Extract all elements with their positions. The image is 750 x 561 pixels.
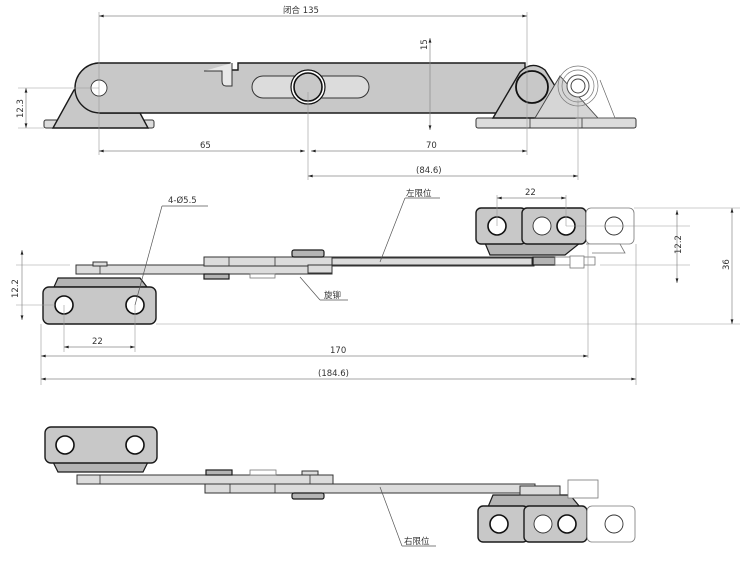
rivet-label: 旋铆	[324, 290, 341, 301]
upper-arm-bottom	[204, 483, 536, 494]
hole-spacing-left-dim: 22	[92, 337, 103, 347]
right-limit-top-view: 右限位	[44, 426, 636, 547]
right-hole-2	[532, 216, 552, 236]
left-limit-label: 左限位	[406, 188, 432, 199]
hole-note: 4-Ø5.5	[168, 195, 197, 206]
left-limit-top-view: 4-Ø5.5 左限位 旋铆 22 22 12.2 12.2 36 170	[11, 188, 740, 385]
left-offset-dim: 65	[200, 141, 211, 151]
rivet-head	[291, 249, 325, 258]
pivot-height-dim: 12.3	[16, 99, 26, 118]
length-dim: 170	[330, 346, 346, 356]
ref-offset-dim: (84.6)	[416, 166, 442, 176]
left-mount-plate	[42, 277, 157, 325]
total-height-dim: 36	[722, 259, 732, 270]
left-height-dim: 12.2	[11, 279, 21, 298]
right-offset-dim: 70	[426, 141, 437, 151]
left-mount-plate-bottom	[44, 426, 158, 473]
long-arm	[331, 257, 533, 266]
right-limit-label: 右限位	[404, 536, 430, 547]
right-height-dim: 12.2	[674, 235, 684, 254]
right-base-bracket	[475, 64, 637, 129]
ref-length-dim: (184.6)	[318, 369, 349, 379]
right-mount-plate-bottom	[477, 479, 636, 543]
arm-notch	[204, 63, 233, 87]
lower-arm-bottom	[76, 474, 334, 485]
closed-length-dim: 闭合 135	[283, 5, 319, 16]
height-dim: 15	[420, 39, 430, 50]
hole-spacing-right-dim: 22	[525, 188, 536, 198]
closed-side-view: 闭合 135 15 12.3 65 70 (84.6)	[16, 5, 637, 180]
